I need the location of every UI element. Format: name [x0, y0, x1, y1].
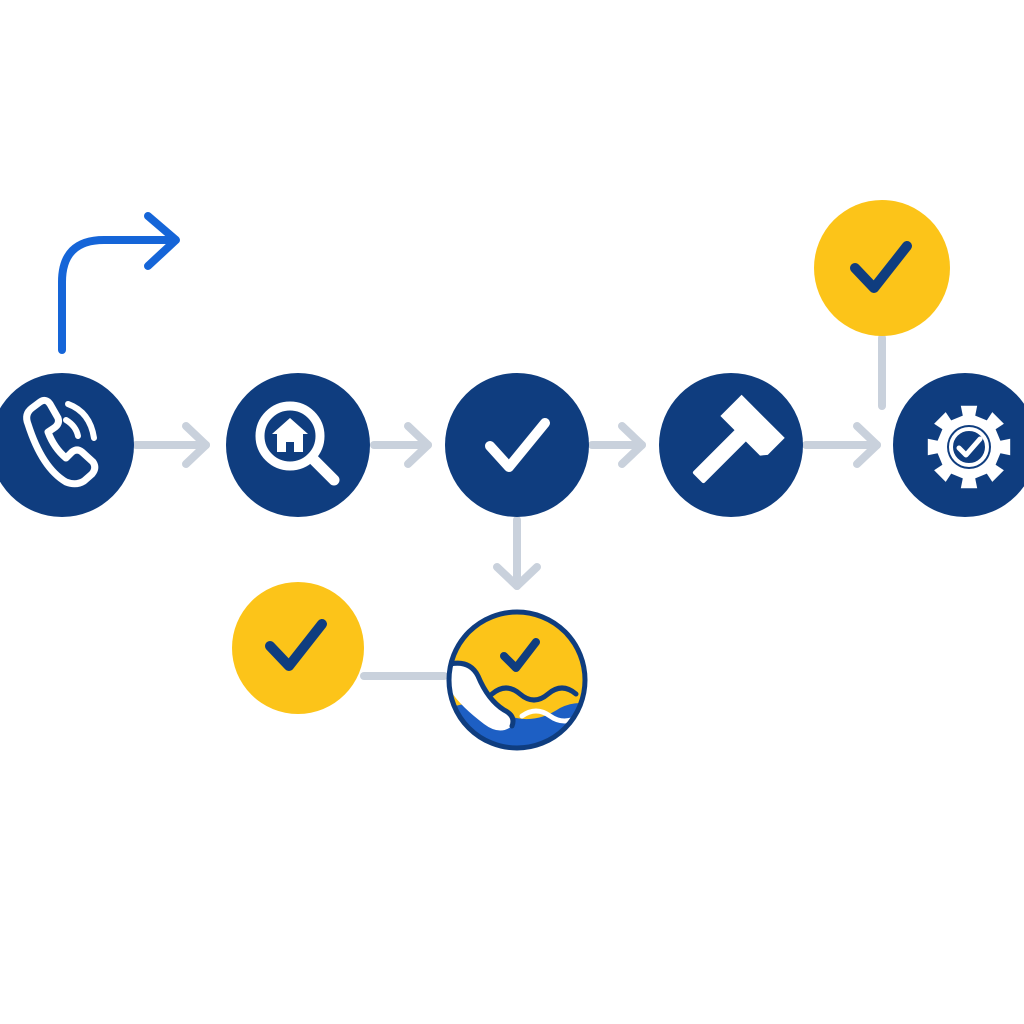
- arrow-build-to-maintain: [802, 422, 881, 468]
- check-icon: [956, 436, 983, 458]
- node-inspect: [226, 373, 370, 517]
- node-build: [659, 373, 803, 517]
- node-top-approval: [814, 200, 950, 336]
- arrow-approve-to-build: [588, 422, 646, 468]
- curved-arrow-icon: [58, 212, 180, 354]
- flood-check-icon: [451, 614, 583, 746]
- node-call: [0, 373, 134, 517]
- arrow-call-to-inspect: [132, 422, 210, 468]
- check-icon: [485, 418, 550, 472]
- gear-center: [947, 425, 991, 469]
- node-side-approval: [232, 582, 364, 714]
- check-icon: [265, 619, 327, 671]
- home-search-icon: [255, 401, 340, 486]
- phone-ringing-icon: [23, 396, 99, 488]
- gear-check-icon: [927, 405, 1011, 489]
- node-flood: [446, 609, 588, 751]
- arrow-inspect-to-approve: [370, 422, 432, 468]
- hammer-icon: [692, 394, 785, 484]
- check-icon: [850, 241, 912, 293]
- gear-inner-ring: [949, 427, 989, 467]
- arrow-approve-to-flood: [493, 516, 541, 590]
- node-maintain: [893, 373, 1024, 517]
- connectors: [132, 334, 886, 680]
- node-approve: [445, 373, 589, 517]
